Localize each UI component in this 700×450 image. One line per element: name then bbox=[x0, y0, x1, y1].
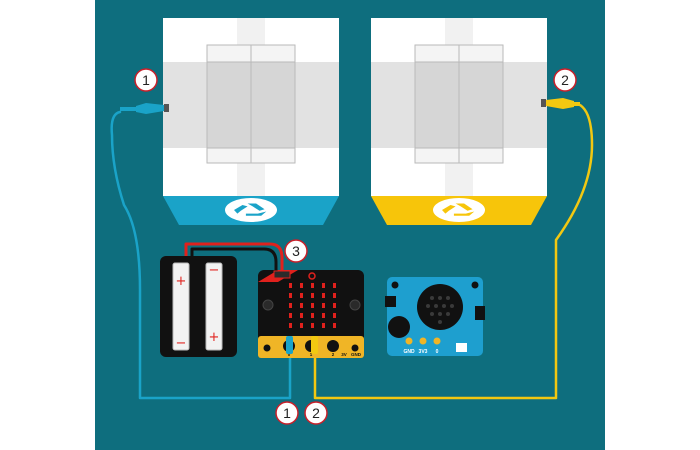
svg-text:3: 3 bbox=[292, 243, 300, 259]
microbit-logo bbox=[308, 272, 316, 280]
speaker-pin-0-label: 0 bbox=[436, 349, 439, 355]
svg-text:1: 1 bbox=[283, 405, 291, 421]
pin-1-label: 1 bbox=[310, 352, 313, 357]
wires bbox=[110, 102, 594, 400]
blue-wire bbox=[110, 110, 292, 400]
speaker-board: GND 3V3 0 bbox=[385, 277, 485, 356]
minus-icon: − bbox=[209, 263, 220, 278]
pin-2-label: 2 bbox=[332, 352, 335, 357]
microbit-led-matrix bbox=[289, 283, 336, 328]
svg-text:1: 1 bbox=[142, 72, 150, 88]
recycle-icon bbox=[225, 198, 277, 222]
microbit-button-b bbox=[349, 299, 361, 311]
battery-red-wire bbox=[184, 242, 284, 277]
battery-cell-left: + − bbox=[172, 262, 190, 351]
svg-text:2: 2 bbox=[312, 405, 320, 421]
microbit-board: 0 1 2 3V GND bbox=[258, 270, 364, 358]
svg-text:2: 2 bbox=[561, 72, 569, 88]
callout-pin-one: 2 bbox=[304, 401, 328, 425]
speaker-grille bbox=[417, 284, 463, 330]
pin-3v-label: 3V bbox=[341, 352, 347, 357]
pin-0-label: 0 bbox=[288, 352, 291, 357]
recycle-icon bbox=[433, 198, 485, 222]
callout-right-clip: 2 bbox=[553, 68, 577, 92]
callout-battery-connector: 3 bbox=[284, 239, 308, 263]
right-recycling-bin bbox=[371, 18, 580, 225]
battery-pack: + − − + bbox=[160, 256, 237, 357]
yellow-wire bbox=[313, 102, 594, 400]
minus-icon: − bbox=[176, 336, 187, 351]
speaker-pin-3v3-label: 3V3 bbox=[419, 349, 428, 355]
speaker-pin-gnd-label: GND bbox=[403, 349, 415, 355]
callout-left-clip: 1 bbox=[134, 68, 158, 92]
plus-icon: + bbox=[176, 274, 187, 289]
pin-gnd-label: GND bbox=[351, 352, 362, 357]
pin-clips bbox=[286, 336, 318, 354]
right-crocodile-clip bbox=[541, 98, 580, 109]
left-recycling-bin bbox=[120, 18, 339, 225]
left-crocodile-clip bbox=[120, 103, 169, 114]
callout-pin-zero: 1 bbox=[275, 401, 299, 425]
battery-black-wire bbox=[190, 247, 278, 277]
plus-icon: + bbox=[209, 330, 220, 345]
microbit-button-a bbox=[262, 299, 274, 311]
battery-cell-right: − + bbox=[205, 262, 223, 351]
